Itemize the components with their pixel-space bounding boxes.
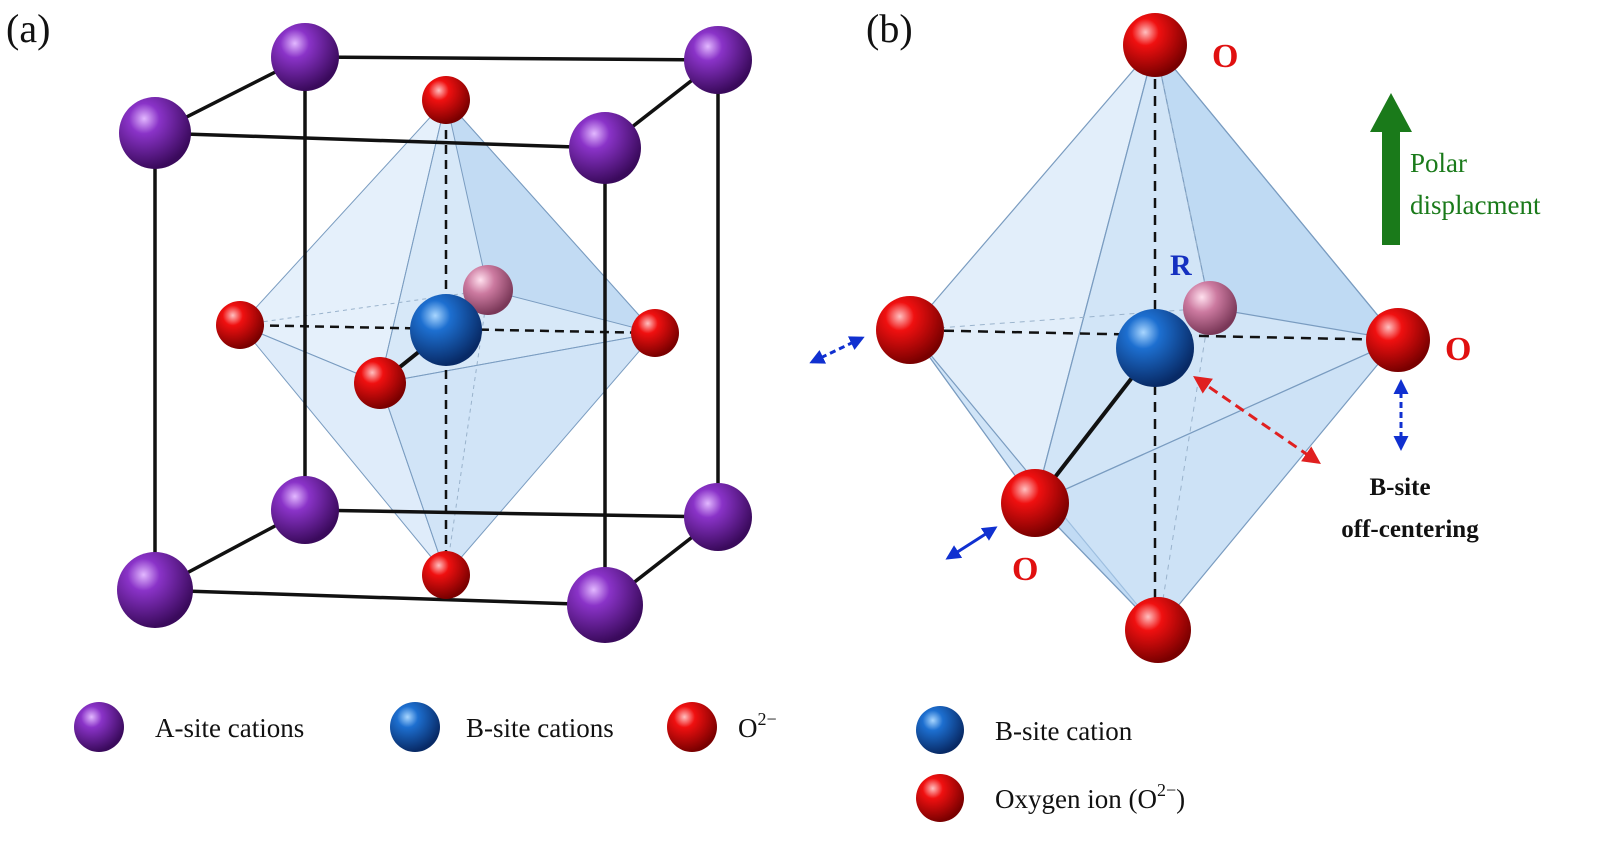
a-site-atom: [119, 97, 191, 169]
legend-a-site-swatch: [74, 702, 124, 752]
polar-label-line2: displacment: [1410, 190, 1541, 220]
octahedral-bonds-a: [239, 100, 656, 575]
oxygen-vibration-arrow: [809, 336, 865, 364]
oxygen-label-top: O: [1212, 38, 1238, 75]
legend-b: B-site cation Oxygen ion (O2−): [916, 706, 1185, 822]
oxygen-atom: [1366, 308, 1430, 372]
legend-oxygen-text: O2−: [738, 709, 777, 743]
a-site-atom: [684, 26, 752, 94]
oxygen-label-bottom: O: [1012, 551, 1038, 588]
oxygen-atom: [1123, 13, 1187, 77]
a-site-atom: [271, 476, 339, 544]
legend-a: A-site cations B-site cations O2−: [74, 702, 777, 752]
oxygen-atom: [216, 301, 264, 349]
legend-b-site-swatch: [916, 706, 964, 754]
a-site-atom: [684, 483, 752, 551]
legend-a-site-text: A-site cations: [155, 713, 304, 743]
off-centering-label-line1: B-site: [1369, 474, 1430, 501]
oxygen-atom: [1001, 469, 1069, 537]
oxygen-vibration-arrow: [945, 526, 998, 560]
r-site-atom: [463, 265, 513, 315]
off-centering-label-line2: off-centering: [1341, 516, 1479, 543]
legend-oxygen-swatch: [667, 702, 717, 752]
a-site-atom: [567, 567, 643, 643]
a-site-atom: [569, 112, 641, 184]
r-site-atom: [1183, 281, 1237, 335]
r-site-label: R: [1170, 249, 1192, 282]
a-site-atom: [117, 552, 193, 628]
oxygen-atom: [1125, 597, 1191, 663]
legend-b-site-text: B-site cations: [466, 713, 614, 743]
oxygen-atom: [422, 76, 470, 124]
b-site-atom: [410, 294, 482, 366]
oxygen-label-right: O: [1445, 331, 1471, 368]
panel-a-label: (a): [6, 6, 50, 51]
polar-arrow-shaft: [1382, 128, 1400, 245]
legend-oxygen-text: Oxygen ion (O2−): [995, 780, 1185, 814]
off-centering-arrow: [1193, 375, 1321, 465]
oxygen-atom: [422, 551, 470, 599]
panel-b: (b) O: [809, 6, 1541, 822]
panel-a: (a): [6, 6, 777, 752]
polar-label-line1: Polar: [1410, 148, 1467, 178]
polar-displacement-indicator: Polar displacment: [1370, 93, 1541, 245]
b-site-atom: [1116, 309, 1194, 387]
oxygen-atom: [631, 309, 679, 357]
a-site-atom: [271, 23, 339, 91]
oxygen-atom: [876, 296, 944, 364]
oxygen-atom: [354, 357, 406, 409]
polar-arrow-head: [1370, 93, 1412, 132]
panel-b-label: (b): [866, 6, 913, 51]
legend-b-site-swatch: [390, 702, 440, 752]
legend-oxygen-swatch: [916, 774, 964, 822]
legend-b-site-text: B-site cation: [995, 716, 1133, 746]
